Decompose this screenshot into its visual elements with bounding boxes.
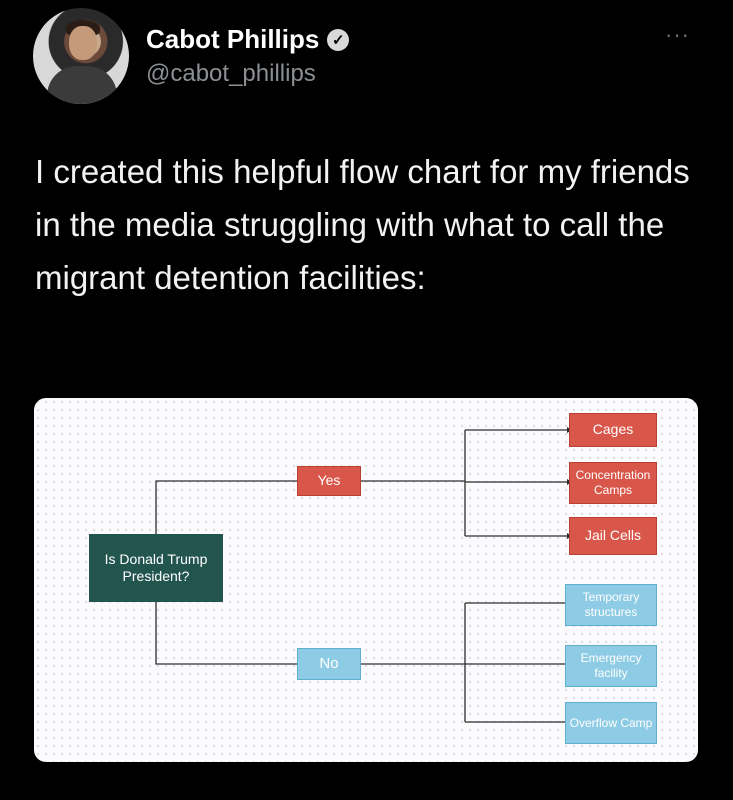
avatar-suit [47,66,117,104]
flowchart-outcome-overflow-camp: Overflow Camp [565,702,657,744]
flowchart-image[interactable]: Is Donald Trump President? Yes No Cages … [34,398,698,762]
flowchart-outcome-emergency-facility: Emergency facility [565,645,657,687]
flowchart-outcome-temporary-structures: Temporary structures [565,584,657,626]
flowchart-outcome-jail-cells: Jail Cells [569,517,657,555]
author-name[interactable]: Cabot Phillips [146,24,319,55]
more-options-icon[interactable]: ··· [665,22,690,48]
avatar[interactable] [33,8,129,104]
author-row: Cabot Phillips ✓ [146,24,349,55]
connector-question-no [156,602,297,664]
flowchart-yes: Yes [297,466,361,496]
tweet-text: I created this helpful flow chart for my… [35,145,695,304]
flowchart-outcome-concentration-camps: Concentration Camps [569,462,657,504]
author-handle[interactable]: @cabot_phillips [146,60,316,88]
flowchart-outcome-cages: Cages [569,413,657,447]
flowchart-no: No [297,648,361,680]
flowchart-question: Is Donald Trump President? [89,534,223,602]
connector-question-yes [156,481,297,534]
avatar-face [69,26,97,60]
verified-badge-icon: ✓ [327,29,349,51]
